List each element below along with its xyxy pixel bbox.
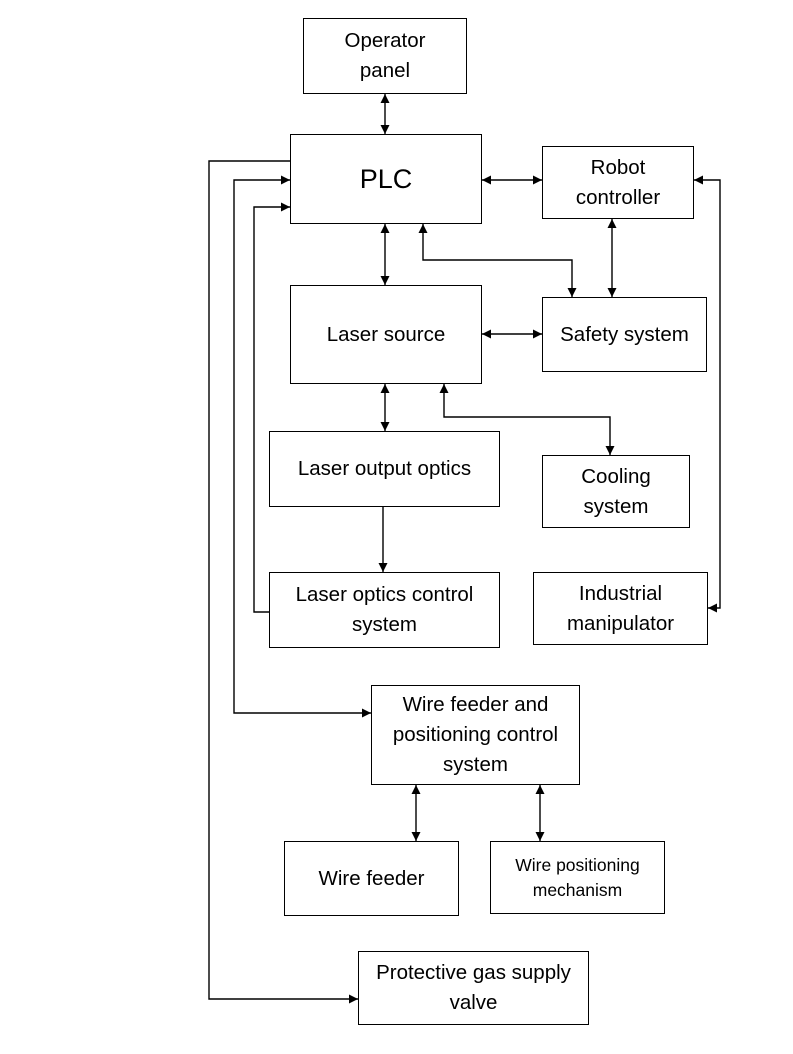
operator-panel-line-2: panel (359, 59, 411, 82)
operator-panel-block: Operator panel (303, 18, 467, 94)
plc-label: PLC (359, 164, 413, 194)
wire-feeder-block: Wire feeder (284, 841, 459, 916)
industrial-manipulator-line-2: manipulator (566, 611, 675, 635)
arrow-robot-manipulator (694, 175, 721, 613)
wire-positioning-line-1: Wire positioning (515, 854, 640, 875)
safety-system-label: Safety system (560, 322, 689, 346)
operator-panel-line-1: Operator (344, 29, 426, 52)
arrow-optics-control-plc (253, 202, 290, 613)
laser-optics-control-block: Laser optics control system (269, 572, 500, 648)
wire-feeder-control-line-3: system (443, 753, 508, 776)
gas-valve-line-2: valve (449, 991, 498, 1014)
safety-system-block: Safety system (542, 297, 707, 372)
wire-positioning-block: Wire positioning mechanism (490, 841, 665, 914)
plc-block: PLC (290, 134, 482, 224)
cooling-system-block: Cooling system (542, 455, 690, 528)
robot-controller-block: Robot controller (542, 146, 694, 219)
laser-output-optics-label: Laser output optics (297, 457, 472, 480)
arrow-laser-cooling (439, 384, 615, 455)
arrow-plc-gas-valve (208, 160, 358, 1004)
gas-valve-block: Protective gas supply valve (358, 951, 589, 1025)
industrial-manipulator-line-1: Industrial (578, 581, 663, 605)
wire-feeder-control-line-2: positioning control (392, 723, 559, 746)
laser-optics-control-line-2: system (352, 613, 417, 636)
wire-positioning-line-2: mechanism (532, 879, 623, 900)
gas-valve-line-1: Protective gas supply (376, 961, 571, 984)
arrow-plc-wire-control (233, 175, 371, 718)
laser-output-optics-block: Laser output optics (269, 431, 500, 507)
robot-controller-line-1: Robot (590, 155, 646, 179)
laser-source-block: Laser source (290, 285, 482, 384)
wire-feeder-label: Wire feeder (318, 866, 425, 890)
laser-optics-control-line-1: Laser optics control (295, 583, 474, 606)
wire-feeder-control-block: Wire feeder and positioning control syst… (371, 685, 580, 785)
cooling-system-line-2: system (583, 494, 649, 518)
industrial-manipulator-block: Industrial manipulator (533, 572, 708, 645)
cooling-system-line-1: Cooling (581, 464, 651, 488)
wire-feeder-control-line-1: Wire feeder and (402, 693, 549, 716)
robot-controller-line-2: controller (575, 185, 661, 209)
laser-source-label: Laser source (326, 322, 446, 346)
arrow-plc-safety (418, 224, 577, 297)
